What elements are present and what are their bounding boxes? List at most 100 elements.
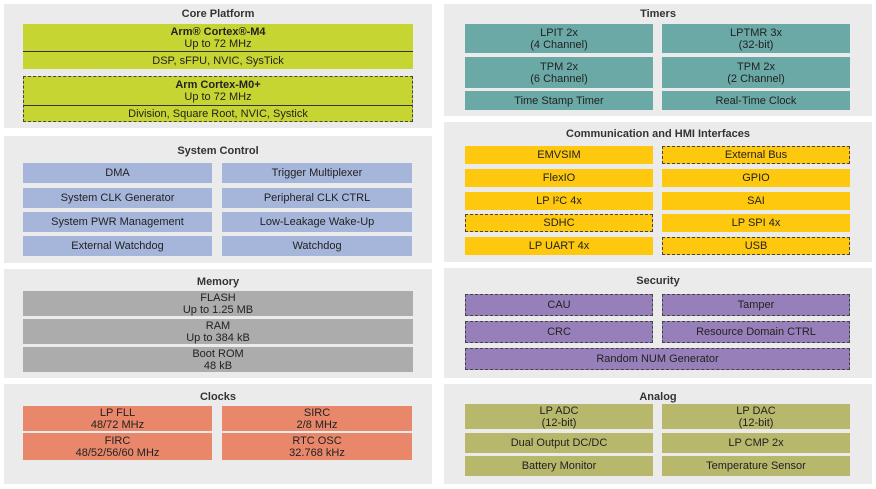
block-lptmr-3x[interactable]: LPTMR 3x(32-bit) <box>662 24 850 53</box>
block-real-time-clock[interactable]: Real-Time Clock <box>662 91 850 110</box>
block-label: (4 Channel) <box>530 38 588 51</box>
block-label: (6 Channel) <box>530 72 588 85</box>
block-lp-uart-4x[interactable]: LP UART 4x <box>465 237 653 255</box>
block-random-num-generator[interactable]: Random NUM Generator <box>465 348 850 370</box>
block-temperature-sensor[interactable]: Temperature Sensor <box>662 456 850 476</box>
block-lp-i-c-4x[interactable]: LP I²C 4x <box>465 192 653 210</box>
block-label: External Watchdog <box>71 240 164 252</box>
block-label: Trigger Multiplexer <box>271 167 363 179</box>
block-lp-adc[interactable]: LP ADC(12-bit) <box>465 404 653 429</box>
block-label: SIRC <box>303 406 331 419</box>
block-label: 48/72 MHz <box>90 418 145 431</box>
block-label: CAU <box>547 299 571 311</box>
block-label: Up to 384 kB <box>186 331 250 344</box>
core-name: Arm Cortex-M0+ <box>175 79 261 91</box>
block-cau[interactable]: CAU <box>465 294 653 316</box>
block-emvsim[interactable]: EMVSIM <box>465 146 653 164</box>
block-flexio[interactable]: FlexIO <box>465 169 653 187</box>
block-sai[interactable]: SAI <box>662 192 850 210</box>
block-label: LPTMR 3x <box>730 26 782 39</box>
block-label: Peripheral CLK CTRL <box>263 192 371 204</box>
core-features: Division, Square Root, NVIC, Systick <box>24 106 412 121</box>
block-label: SAI <box>747 195 765 207</box>
block-label: 2/8 MHz <box>296 418 338 431</box>
block-label: LP DAC <box>736 404 776 417</box>
block-low-leakage-wake-up[interactable]: Low-Leakage Wake-Up <box>222 212 412 232</box>
block-label: Random NUM Generator <box>596 353 719 365</box>
core-features-text: Division, Square Root, NVIC, Systick <box>128 107 308 120</box>
panel-title: Communication and HMI Interfaces <box>566 128 750 140</box>
block-label: TPM 2x <box>540 60 578 73</box>
block-label: FIRC <box>104 434 131 447</box>
block-label: Real-Time Clock <box>715 94 797 107</box>
block-lp-spi-4x[interactable]: LP SPI 4x <box>662 214 850 232</box>
block-usb[interactable]: USB <box>662 237 850 255</box>
block-sdhc[interactable]: SDHC <box>465 214 653 232</box>
panel-title: Security <box>636 275 680 287</box>
core-header: Arm Cortex-M0+Up to 72 MHz <box>24 77 412 105</box>
block-system-clk-generator[interactable]: System CLK Generator <box>23 188 212 208</box>
panel-title: Timers <box>640 8 676 20</box>
block-lp-dac[interactable]: LP DAC(12-bit) <box>662 404 850 429</box>
block-gpio[interactable]: GPIO <box>662 169 850 187</box>
block-time-stamp-timer[interactable]: Time Stamp Timer <box>465 91 653 110</box>
panel-title: Analog <box>639 391 677 403</box>
block-label: 32.768 kHz <box>289 446 345 459</box>
block-label: DMA <box>105 167 130 179</box>
block-label: LP FLL <box>99 406 136 419</box>
block-lp-cmp-2x[interactable]: LP CMP 2x <box>662 433 850 453</box>
block-label: (2 Channel) <box>727 72 785 85</box>
block-label: LP UART 4x <box>528 240 590 252</box>
block-label: Resource Domain CTRL <box>696 326 816 338</box>
block-tamper[interactable]: Tamper <box>662 294 850 316</box>
block-label: Watchdog <box>292 240 342 252</box>
block-label: Battery Monitor <box>521 460 597 472</box>
block-battery-monitor[interactable]: Battery Monitor <box>465 456 653 476</box>
block-label: FLASH <box>200 291 236 304</box>
block-crc[interactable]: CRC <box>465 321 653 343</box>
block-label: SDHC <box>543 217 575 229</box>
block-label: System PWR Management <box>51 216 184 228</box>
block-label: Low-Leakage Wake-Up <box>259 216 375 228</box>
block-label: EMVSIM <box>537 149 581 161</box>
block-label: LP I²C 4x <box>536 195 582 207</box>
block-external-watchdog[interactable]: External Watchdog <box>23 236 212 256</box>
block-label: LP CMP 2x <box>728 437 784 449</box>
block-dual-output-dc-dc[interactable]: Dual Output DC/DC <box>465 433 653 453</box>
block-tpm-2x[interactable]: TPM 2x(2 Channel) <box>662 57 850 88</box>
block-external-bus[interactable]: External Bus <box>662 146 850 164</box>
block-lpit-2x[interactable]: LPIT 2x(4 Channel) <box>465 24 653 53</box>
core-features: DSP, sFPU, NVIC, SysTick <box>23 52 413 69</box>
core-frequency: Up to 72 MHz <box>184 91 252 103</box>
panel-title: Core Platform <box>181 8 255 20</box>
block-label: FlexIO <box>542 172 576 184</box>
block-label: LP SPI 4x <box>731 217 781 229</box>
block-tpm-2x[interactable]: TPM 2x(6 Channel) <box>465 57 653 88</box>
block-resource-domain-ctrl[interactable]: Resource Domain CTRL <box>662 321 850 343</box>
core-frequency: Up to 72 MHz <box>184 37 252 50</box>
block-watchdog[interactable]: Watchdog <box>222 236 412 256</box>
block-label: Temperature Sensor <box>706 460 806 472</box>
block-label: CRC <box>547 326 571 338</box>
block-label: System CLK Generator <box>60 192 175 204</box>
block-label: Boot ROM <box>192 347 244 360</box>
divider <box>24 105 412 106</box>
block-label: LPIT 2x <box>540 26 578 39</box>
block-peripheral-clk-ctrl[interactable]: Peripheral CLK CTRL <box>222 188 412 208</box>
block-trigger-multiplexer[interactable]: Trigger Multiplexer <box>222 163 412 183</box>
block-dma[interactable]: DMA <box>23 163 212 183</box>
block-label: LP ADC <box>539 404 579 417</box>
block-system-pwr-management[interactable]: System PWR Management <box>23 212 212 232</box>
block-label: GPIO <box>742 172 770 184</box>
block-label: TPM 2x <box>737 60 775 73</box>
block-label: 48 kB <box>203 359 233 372</box>
